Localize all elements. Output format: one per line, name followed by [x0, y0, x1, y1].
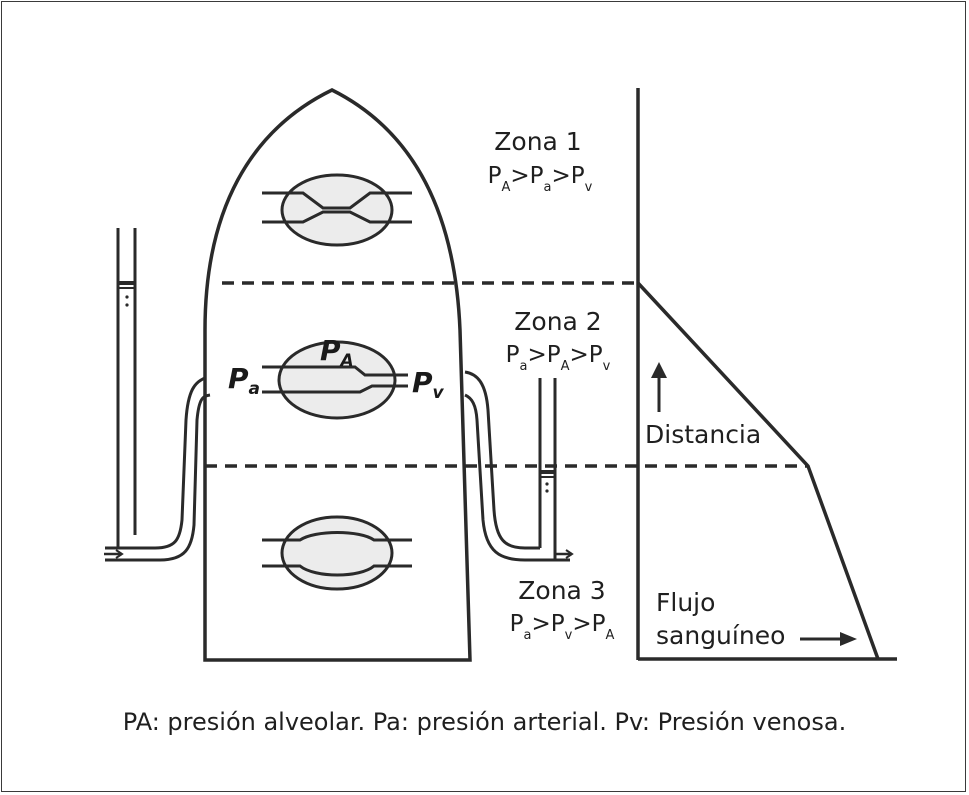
- venous-manometer: [464, 370, 570, 562]
- zone-3-title: Zona 3: [518, 576, 605, 605]
- flow-arrow-icon: [800, 632, 857, 646]
- zone-2-relation: Pa>PA>Pv: [506, 342, 611, 374]
- zone-2-title: Zona 2: [514, 307, 601, 336]
- zone-3-relation: Pa>Pv>PA: [510, 611, 615, 643]
- zone-1-relation: PA>Pa>Pv: [488, 163, 593, 195]
- alveolus-zone-3: [262, 515, 412, 591]
- venous-pressure-label: Pv: [412, 366, 445, 403]
- arterial-pressure-label: Pa: [228, 362, 260, 399]
- figure-caption: PA: presión alveolar. Pa: presión arteri…: [122, 708, 847, 736]
- zone-1-title: Zona 1: [494, 127, 581, 156]
- arterial-manometer: [105, 228, 211, 562]
- blood-flow-curve: [636, 281, 880, 660]
- distance-label: Distancia: [645, 420, 761, 449]
- flow-label-line-2: sanguíneo: [656, 621, 785, 650]
- flow-label-line-1: Flujo: [656, 588, 715, 617]
- alveolus-zone-2: [262, 340, 408, 420]
- alveolus-zone-1: [262, 173, 412, 247]
- distance-arrow-icon: [651, 362, 667, 412]
- lung-outline: [203, 88, 472, 662]
- alveolar-pressure-label: PA: [320, 334, 354, 371]
